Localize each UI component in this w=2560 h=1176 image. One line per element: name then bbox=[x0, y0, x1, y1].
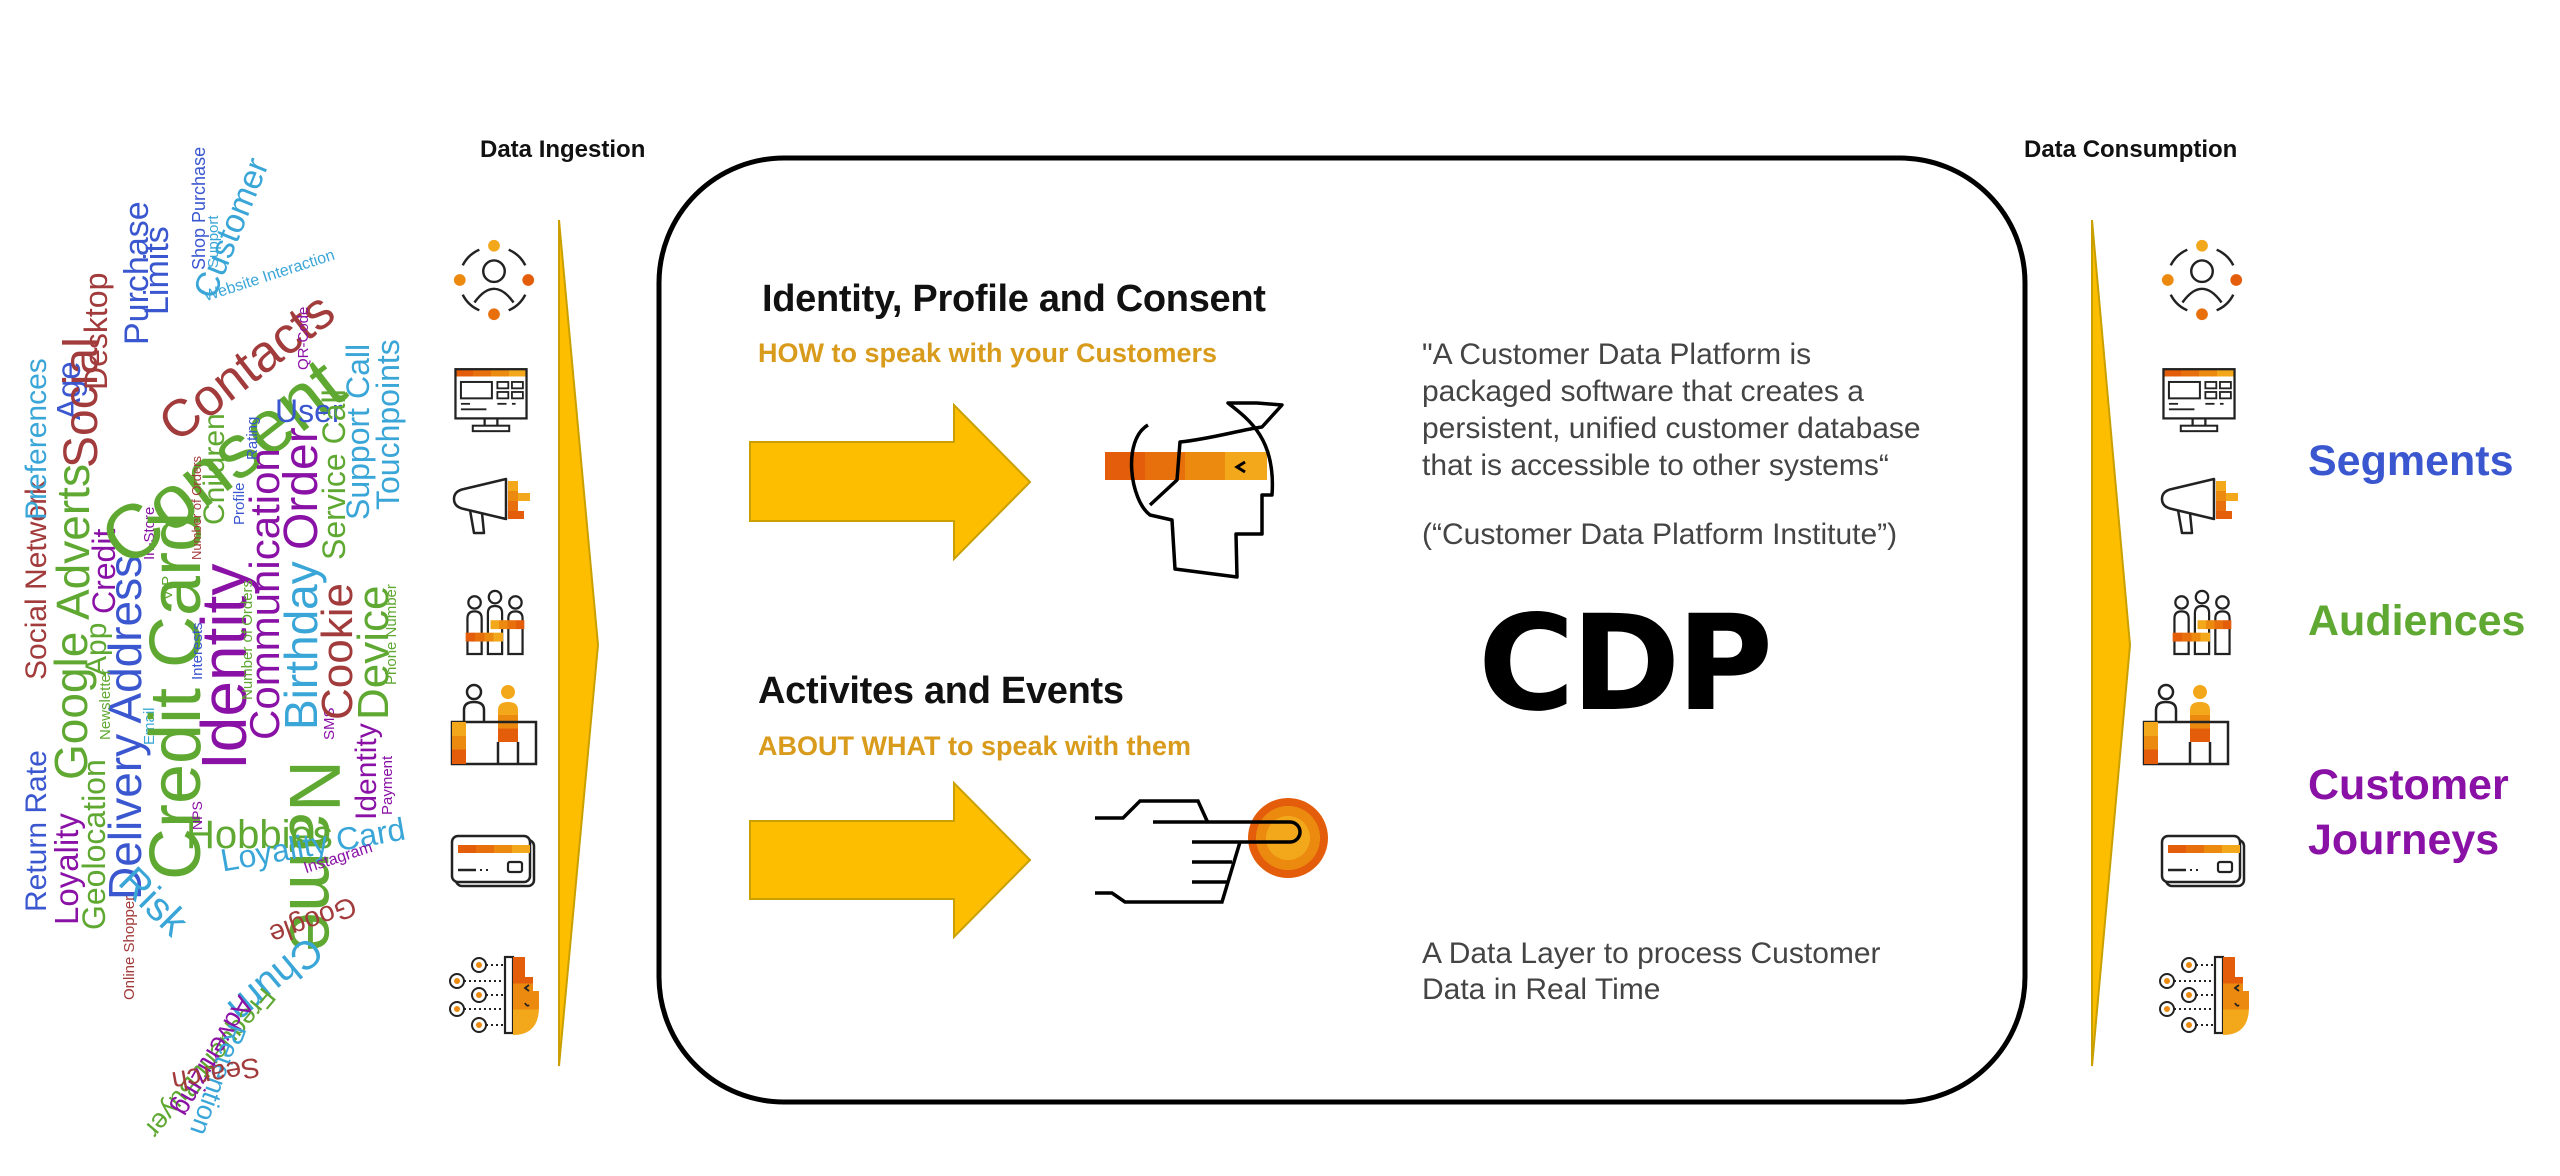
hand-pressing-button-icon bbox=[1095, 798, 1328, 904]
credit-card-icon bbox=[450, 834, 536, 888]
quote-line: persistent, unified customer database bbox=[1422, 412, 1921, 445]
quote-source: (“Customer Data Platform Institute”) bbox=[1422, 518, 1898, 551]
people-network-icon bbox=[2160, 238, 2244, 322]
group-people-icon bbox=[464, 589, 526, 656]
megaphone-icon bbox=[2160, 477, 2240, 535]
data-layer-note: A Data Layer to process Customer Data in… bbox=[1422, 936, 1982, 1008]
note-line: Data in Real Time bbox=[1422, 973, 1661, 1006]
customer-touchpoints-head-icon bbox=[448, 955, 541, 1037]
head-profile-icon bbox=[1105, 401, 1284, 579]
activities-section-title: Activites and Events bbox=[758, 670, 1124, 712]
cdp-definition-quote: "A Customer Data Platform is packaged so… bbox=[1422, 336, 1982, 484]
credit-card-icon bbox=[2160, 834, 2246, 888]
quote-line: "A Customer Data Platform is bbox=[1422, 338, 1812, 371]
note-line: A Data Layer to process Customer bbox=[1422, 937, 1881, 970]
output-segments: Segments bbox=[2308, 437, 2514, 485]
consumption-funnel-wedge bbox=[2091, 219, 2132, 1067]
identity-section-subtitle: HOW to speak with your Customers bbox=[758, 338, 1218, 368]
activities-section-subtitle: ABOUT WHAT to speak with them bbox=[758, 731, 1192, 761]
data-consumption-title: Data Consumption bbox=[2024, 136, 2238, 163]
service-desk-icon bbox=[2142, 683, 2230, 766]
activities-arrow bbox=[749, 780, 1032, 940]
monitor-dashboard-icon bbox=[2162, 368, 2236, 433]
service-desk-icon bbox=[450, 683, 538, 766]
word-cloud-term: User bbox=[275, 393, 343, 429]
data-ingestion-title: Data Ingestion bbox=[480, 136, 646, 163]
cdp-container-box bbox=[656, 155, 2028, 1105]
identity-arrow bbox=[749, 402, 1032, 562]
output-audiences: Audiences bbox=[2308, 597, 2526, 645]
quote-line: packaged software that creates a bbox=[1422, 375, 1864, 408]
people-network-icon bbox=[452, 238, 536, 322]
journeys-line-2: Journeys bbox=[2308, 816, 2500, 864]
cdp-label: CDP bbox=[1478, 587, 1773, 741]
identity-section-title: Identity, Profile and Consent bbox=[762, 278, 1266, 320]
ingestion-funnel-wedge bbox=[558, 219, 600, 1067]
quote-line: that is accessible to other systems“ bbox=[1422, 449, 1889, 482]
journeys-line-1: Customer bbox=[2308, 761, 2509, 809]
customer-touchpoints-head-icon bbox=[2158, 955, 2251, 1037]
output-customer-journeys: Customer Journeys bbox=[2308, 758, 2509, 868]
megaphone-icon bbox=[452, 477, 532, 535]
monitor-dashboard-icon bbox=[454, 368, 528, 433]
group-people-icon bbox=[2171, 589, 2233, 656]
word-cloud-term: Hobbies bbox=[186, 813, 333, 857]
